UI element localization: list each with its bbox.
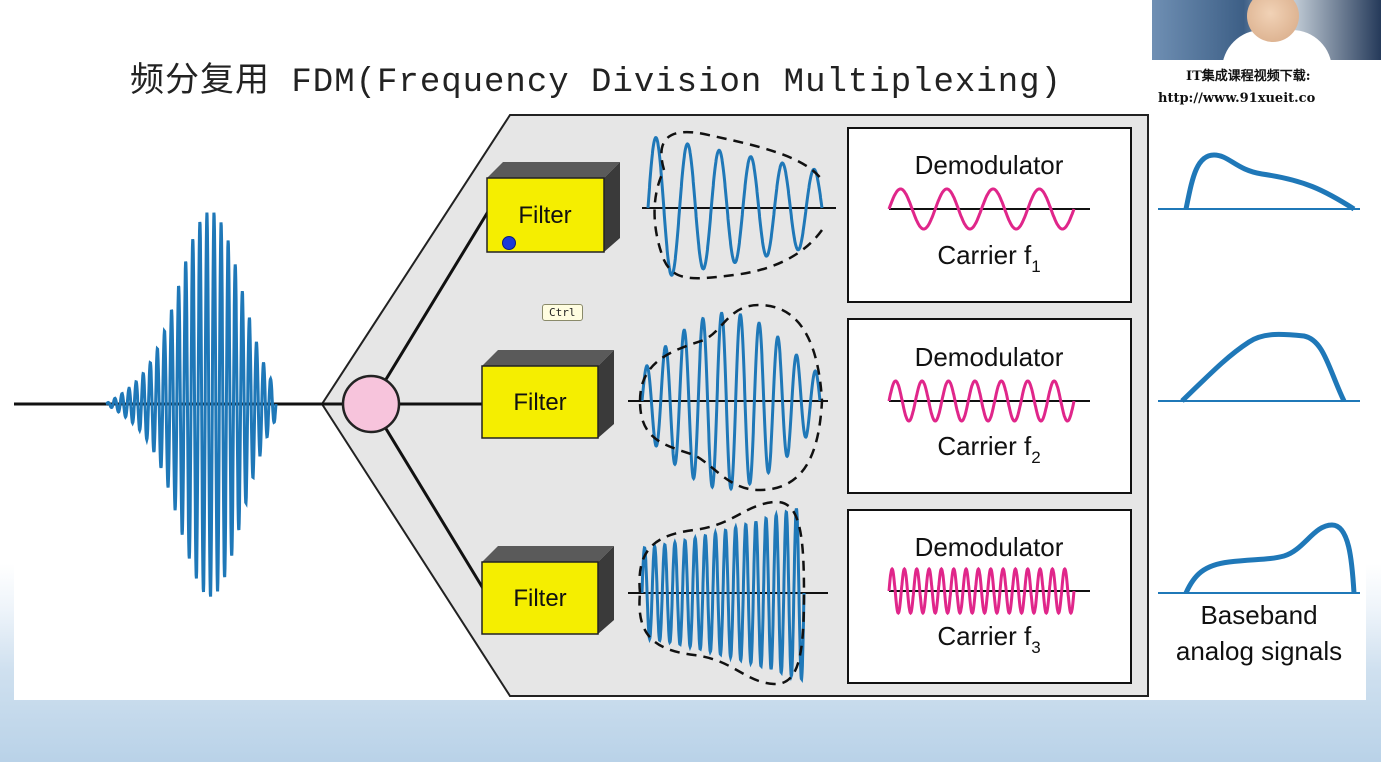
filter-box-3: Filter — [481, 546, 614, 635]
filtered-signal-3 — [640, 508, 806, 683]
envelope-3 — [638, 500, 806, 686]
mouse-pointer-dot — [502, 236, 516, 250]
envelope-2 — [638, 303, 824, 492]
demodulator-label-1: Demodulator — [915, 150, 1064, 180]
baseband-signal-1 — [1158, 152, 1360, 212]
filter-label-1: Filter — [518, 202, 571, 229]
composite-signal — [105, 212, 278, 597]
presenter-webcam — [1152, 0, 1381, 70]
filter-label-3: Filter — [513, 585, 566, 612]
demux-node — [341, 374, 401, 434]
carrier-wave-3 — [887, 566, 1076, 616]
filter-box-2: Filter — [481, 350, 614, 439]
watermark-url: http://www.91xueit.co — [1158, 91, 1316, 106]
carrier-wave-1 — [887, 187, 1076, 231]
ctrl-key-tooltip: Ctrl — [542, 304, 583, 321]
filtered-signal-2 — [640, 311, 822, 492]
baseband-signal-2 — [1158, 331, 1360, 403]
carrier-wave-2 — [887, 379, 1076, 423]
branch-line-top — [369, 209, 491, 405]
output-caption-line2: analog signals — [1176, 636, 1342, 666]
demodulator-box-2: Demodulator Carrier f2 — [847, 318, 1132, 494]
demodulator-label-3: Demodulator — [915, 532, 1064, 562]
demodulator-box-3: Demodulator Carrier f3 — [847, 509, 1132, 684]
envelope-1 — [653, 130, 824, 280]
output-caption-line1: Baseband — [1200, 600, 1317, 630]
slide-title: 频分复用 FDM(Frequency Division Multiplexing… — [130, 64, 1062, 102]
baseband-signal-3 — [1158, 522, 1360, 595]
watermark: IT集成课程视频下载: http://www.91xueit.co — [1158, 66, 1381, 110]
branch-line-bottom — [369, 403, 486, 591]
filter-label-2: Filter — [513, 389, 566, 416]
carrier-label-1: Carrier f1 — [937, 240, 1040, 276]
presenter-face — [1247, 0, 1299, 42]
carrier-label-3: Carrier f3 — [937, 621, 1040, 657]
watermark-line1: IT集成课程视频下载: — [1186, 69, 1311, 84]
demodulator-label-2: Demodulator — [915, 342, 1064, 372]
filtered-signal-1 — [646, 136, 824, 277]
fdm-diagram: Filter Filter Filter Demodulator Carrier… — [14, 110, 1366, 700]
filter-box-1: Filter — [486, 162, 620, 253]
demodulator-box-1: Demodulator Carrier f1 — [847, 127, 1132, 303]
carrier-label-2: Carrier f2 — [937, 431, 1040, 467]
